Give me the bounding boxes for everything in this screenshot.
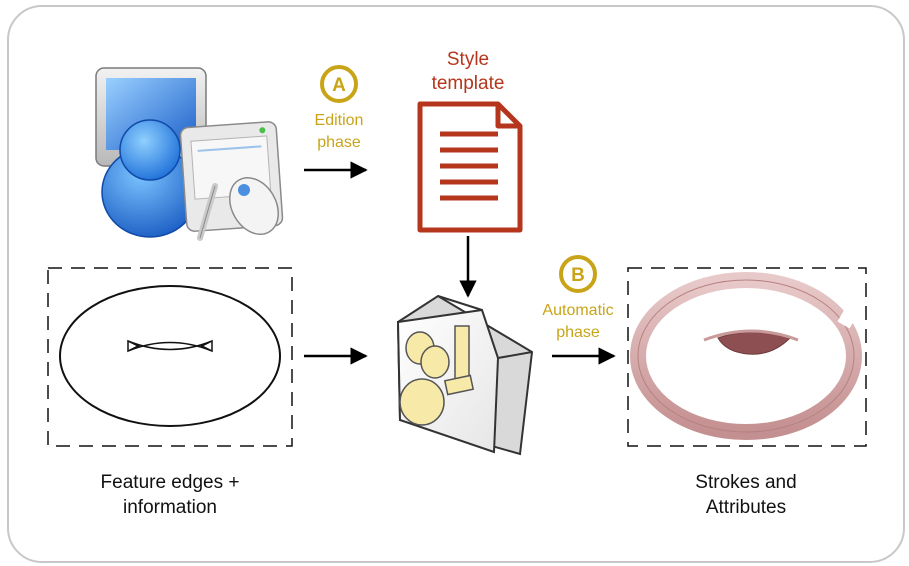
strokes-caption-line1: Strokes and [695, 472, 797, 493]
strokes-caption-line2: Attributes [705, 497, 787, 518]
edition-label-line2: phase [317, 134, 361, 151]
style-template-document-icon [417, 101, 523, 233]
processing-machine-icon [396, 294, 534, 456]
badge-b-letter: B [571, 265, 585, 286]
automatic-phase-label: Automatic phase [520, 300, 636, 344]
strokes-torus-drawing [630, 272, 862, 440]
style-template-label: Style template [404, 48, 532, 96]
edition-phase-label: Edition phase [296, 110, 382, 154]
feature-edges-drawing [59, 285, 281, 427]
style-label-line1: Style [446, 49, 490, 70]
badge-b-circle [559, 255, 597, 293]
style-label-line2: template [431, 73, 505, 94]
automatic-label-line1: Automatic [542, 302, 614, 319]
feature-edges-caption: Feature edges + information [60, 470, 280, 520]
strokes-caption: Strokes and Attributes [656, 470, 836, 520]
outer-frame [7, 5, 905, 563]
strokes-box [627, 267, 867, 447]
edition-label-line1: Edition [314, 112, 364, 129]
feature-edges-box [47, 267, 293, 447]
feature-caption-line2: information [123, 497, 217, 518]
automatic-label-line2: phase [556, 324, 600, 341]
badge-a-letter: A [332, 75, 346, 96]
feature-caption-line1: Feature edges + [100, 472, 240, 493]
user-at-computer-icon [95, 67, 284, 241]
badge-a-circle [320, 65, 358, 103]
